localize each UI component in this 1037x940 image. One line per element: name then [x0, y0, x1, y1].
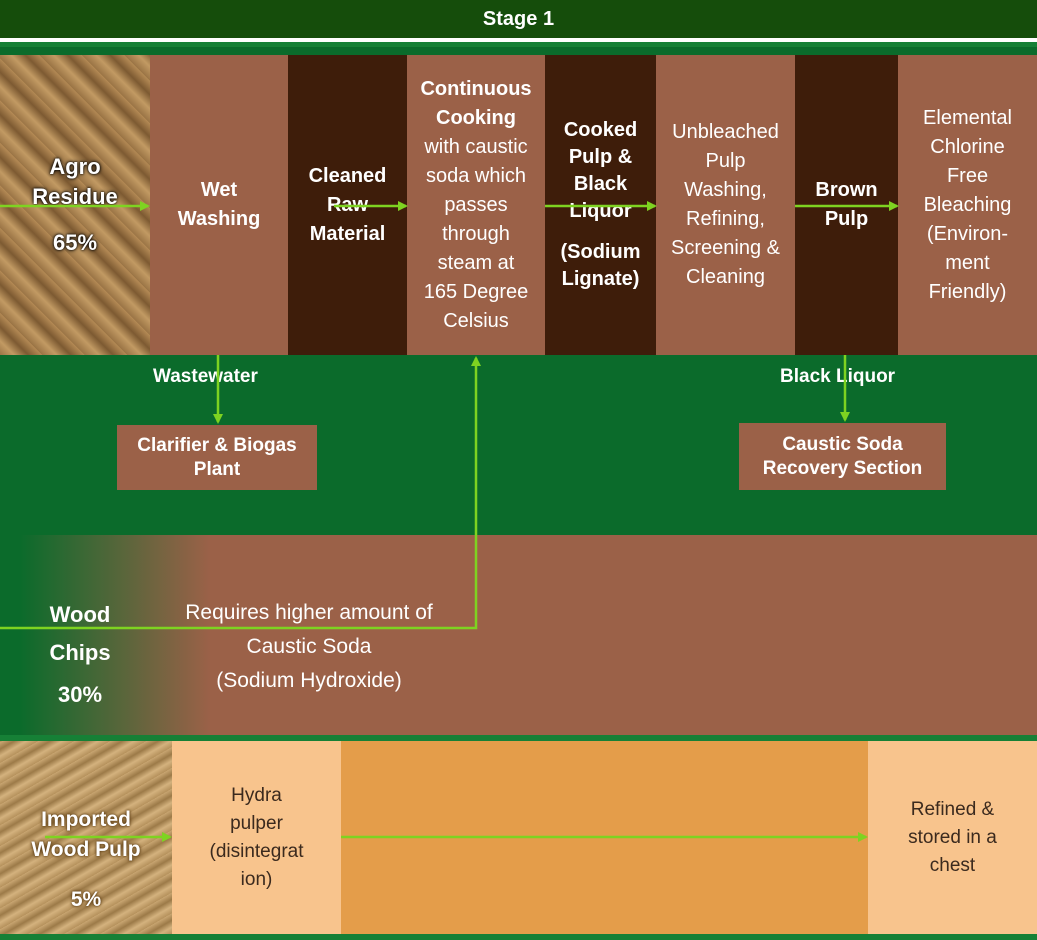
- ecf-line: Friendly): [928, 280, 1007, 303]
- cleaned-raw-material-step: Cleaned Raw Material: [288, 55, 407, 355]
- agro-line: Agro: [49, 154, 101, 179]
- unbleached-line: Cleaning: [686, 266, 765, 288]
- wet-washing-line: Washing: [177, 208, 261, 230]
- cooking-line: Cooking: [436, 106, 516, 129]
- cooked-line: Black: [573, 173, 628, 195]
- unbleached-line: Refining,: [686, 208, 765, 230]
- refined-storage-step: Refined & stored in a chest: [868, 741, 1037, 934]
- requires-line: Caustic Soda: [246, 635, 372, 658]
- cleaned-line: Cleaned: [308, 164, 387, 187]
- unbleached-line: Washing,: [684, 179, 767, 201]
- ecf-line: Free: [946, 164, 989, 187]
- cooking-line: Continuous: [420, 77, 532, 100]
- continuous-cooking-step: Continuous Cooking with caustic soda whi…: [407, 55, 545, 355]
- cooked-line: Pulp &: [568, 146, 633, 168]
- imported-percent: 5%: [70, 888, 102, 911]
- cleaned-line: Material: [309, 222, 386, 245]
- stage-title: Stage 1: [482, 7, 555, 30]
- ecf-line: Bleaching: [923, 193, 1012, 216]
- agro-residue-label: Agro Residue 65%: [32, 152, 118, 258]
- black-liquor-label: Black Liquor: [780, 366, 896, 387]
- brown-line: Pulp: [824, 208, 869, 230]
- cooked-line: (Sodium: [560, 241, 641, 263]
- requires-note: Requires higher amount of Caustic Soda (…: [145, 596, 473, 698]
- unbleached-line: Pulp: [705, 150, 746, 172]
- ecf-bleaching-step: Elemental Chlorine Free Bleaching (Envir…: [898, 55, 1037, 355]
- hydra-line: ion): [240, 868, 273, 890]
- footer-divider: [0, 934, 1037, 940]
- cooked-pulp-step: Cooked Pulp & Black Liquor (Sodium Ligna…: [545, 55, 656, 355]
- cooking-line: with caustic: [424, 135, 528, 158]
- wood-line: Wood: [49, 602, 111, 627]
- unbleached-line: Screening &: [671, 237, 780, 259]
- cooking-line: Celsius: [443, 309, 509, 332]
- hydra-pulper-step: Hydra pulper (disintegrat ion): [172, 741, 341, 934]
- wood-chips-label: Wood Chips 30%: [20, 590, 140, 720]
- ecf-line: ment: [945, 251, 990, 274]
- imported-pulp-label: Imported Wood Pulp 5%: [0, 790, 172, 930]
- cooked-line: Lignate): [561, 268, 640, 290]
- cooking-line: through: [442, 222, 510, 245]
- clarifier-line: Plant: [193, 458, 241, 480]
- wastewater-label: Wastewater: [153, 366, 258, 387]
- hydra-line: Hydra: [231, 784, 282, 806]
- cooking-line: soda which: [425, 164, 527, 187]
- cooked-line: Cooked: [563, 119, 638, 141]
- cooking-line: 165 Degree: [423, 280, 529, 303]
- requires-line: Requires higher amount of: [185, 601, 433, 624]
- brown-line: Brown: [815, 179, 878, 201]
- ecf-line: Elemental: [923, 106, 1012, 129]
- refined-line: Refined &: [910, 798, 995, 820]
- requires-line: (Sodium Hydroxide): [216, 669, 402, 692]
- cleaned-line: Raw: [326, 193, 369, 216]
- caustic-soda-recovery-box: Caustic Soda Recovery Section: [739, 423, 946, 490]
- wet-washing-step: Wet Washing: [150, 55, 288, 355]
- imported-line: Wood Pulp: [31, 838, 141, 861]
- agro-line: Residue: [32, 184, 118, 209]
- agro-residue-image: Agro Residue 65%: [0, 55, 150, 355]
- wet-washing-line: Wet: [200, 179, 238, 201]
- refined-line: stored in a: [908, 826, 997, 848]
- wood-percent: 30%: [57, 682, 103, 707]
- stage-header: Stage 1: [0, 0, 1037, 38]
- ecf-line: Chlorine: [930, 135, 1005, 158]
- cooked-line: Liquor: [569, 200, 632, 222]
- agro-percent: 65%: [52, 230, 98, 255]
- recovery-line: Caustic Soda: [782, 433, 903, 455]
- wood-line: Chips: [49, 640, 111, 665]
- unbleached-line: Unbleached: [672, 121, 779, 143]
- clarifier-biogas-box: Clarifier & Biogas Plant: [117, 425, 317, 490]
- recovery-line: Recovery Section: [762, 457, 923, 479]
- stage-divider: [0, 42, 1037, 47]
- cooking-line: steam at: [437, 251, 515, 274]
- ecf-line: (Environ-: [926, 222, 1009, 245]
- refined-line: chest: [929, 854, 976, 876]
- imported-line: Imported: [41, 808, 131, 831]
- row-divider: [0, 735, 1037, 741]
- clarifier-line: Clarifier & Biogas: [137, 434, 297, 456]
- unbleached-pulp-step: Unbleached Pulp Washing, Refining, Scree…: [656, 55, 795, 355]
- brown-pulp-step: Brown Pulp: [795, 55, 898, 355]
- hydra-line: pulper: [230, 812, 283, 834]
- hydra-line: (disintegrat: [209, 840, 304, 862]
- cooking-line: passes: [444, 193, 508, 216]
